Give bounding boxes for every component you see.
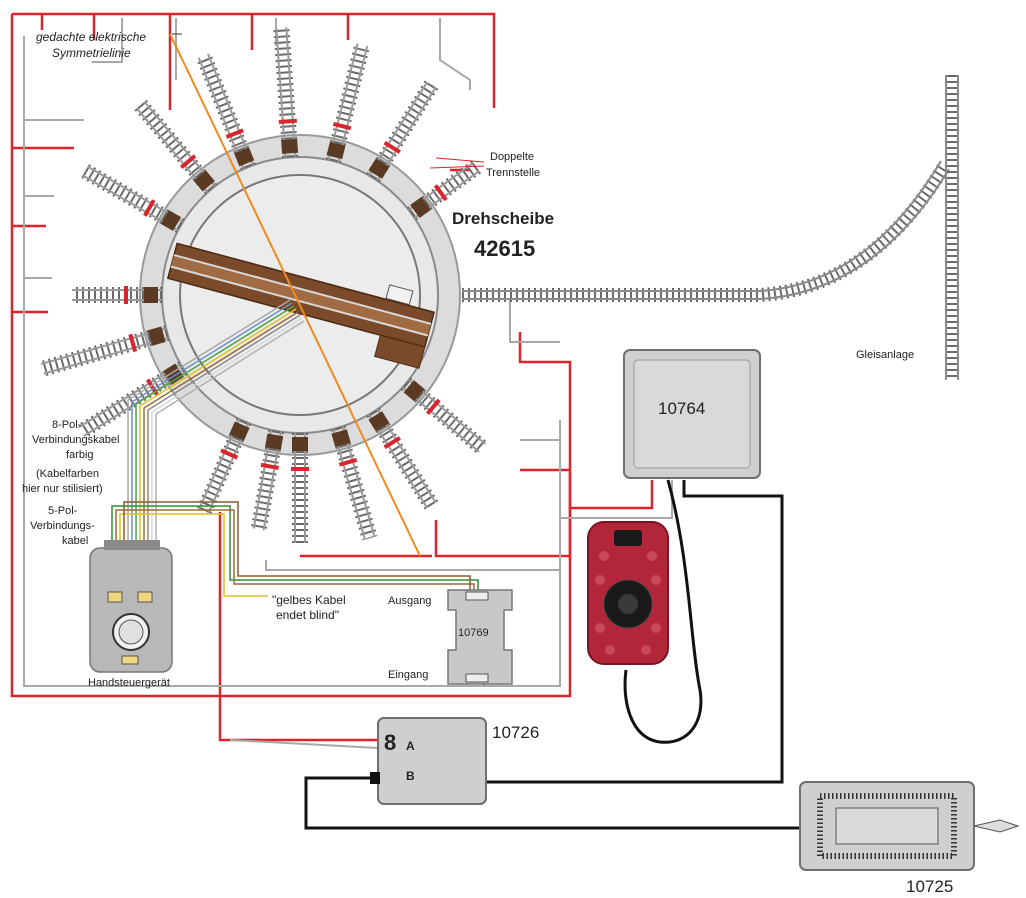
cable8-label-1: 8-Pol- (52, 419, 82, 431)
radial-track-6 (366, 80, 439, 183)
yellow-cable-label-1: "gelbes Kabel (272, 593, 346, 607)
radial-track-10 (76, 361, 188, 439)
cable5-label-2: Verbindungs- (30, 520, 95, 532)
turntable (139, 134, 461, 456)
turntable-name: Drehscheibe (452, 209, 554, 228)
radial-track-12 (366, 407, 439, 510)
radial-track-11 (400, 377, 488, 455)
transformer-number: 10725 (906, 877, 953, 896)
radial-track-1 (81, 164, 185, 233)
symmetry-label-2: Symmetrielinie (52, 46, 131, 60)
five-pole-cable (111, 501, 479, 597)
cable5-label-1: 5-Pol- (48, 505, 78, 517)
decoder-input-label: Eingang (388, 669, 428, 681)
radial-track-5 (325, 42, 371, 164)
cable8-label-3: farbig (66, 449, 94, 461)
radial-track-14 (291, 433, 309, 543)
radial-track-15 (250, 429, 284, 531)
radial-track-3 (195, 52, 256, 171)
cable5-label-3: kabel (62, 535, 88, 547)
radial-track-7 (406, 160, 482, 221)
cable8-label-2: Verbindungskabel (32, 434, 119, 446)
controller-number: 10764 (658, 399, 705, 418)
radial-track-2 (134, 99, 218, 195)
switchbox-b: B (406, 769, 415, 783)
turntable-bridge (166, 242, 436, 369)
cable8-label-5: hier nur stilisiert) (22, 483, 103, 495)
yellow-cable-label-2: endet blind" (276, 608, 339, 622)
radial-track-16 (195, 417, 252, 516)
track-layout-label: Gleisanlage (856, 349, 914, 361)
switchbox-10726 (370, 717, 487, 805)
radial-tracks (40, 27, 488, 543)
cable8-label-4: (Kabelfarben (36, 468, 99, 480)
switchbox-number: 10726 (492, 723, 539, 742)
handheld-label: Handsteuergerät (88, 677, 170, 689)
decoder-number: 10769 (458, 627, 489, 639)
black-wires (304, 479, 800, 830)
radial-track-13 (330, 425, 378, 541)
throttle-handheld[interactable] (587, 521, 669, 665)
symmetry-label-1: gedachte elektrische (36, 30, 146, 44)
annotation-arrows (429, 157, 485, 169)
gray-wires (23, 18, 673, 749)
symmetry-line (169, 33, 421, 557)
turntable-number: 42615 (474, 236, 535, 261)
radial-track-9 (40, 325, 170, 377)
controller-10764 (623, 349, 761, 479)
switchbox-8: 8 (384, 730, 396, 755)
handheld-controller[interactable] (89, 540, 173, 673)
switchbox-a: A (406, 739, 415, 753)
radial-track-8 (72, 286, 162, 304)
decoder-output-label: Ausgang (388, 595, 431, 607)
double-gap-label-1: Doppelte (490, 151, 534, 163)
track-layout (462, 75, 959, 380)
decoder-10769 (447, 589, 513, 685)
double-gap-label-2: Trennstelle (486, 167, 540, 179)
transformer-10725 (799, 781, 1020, 871)
radial-track-4 (273, 27, 299, 158)
